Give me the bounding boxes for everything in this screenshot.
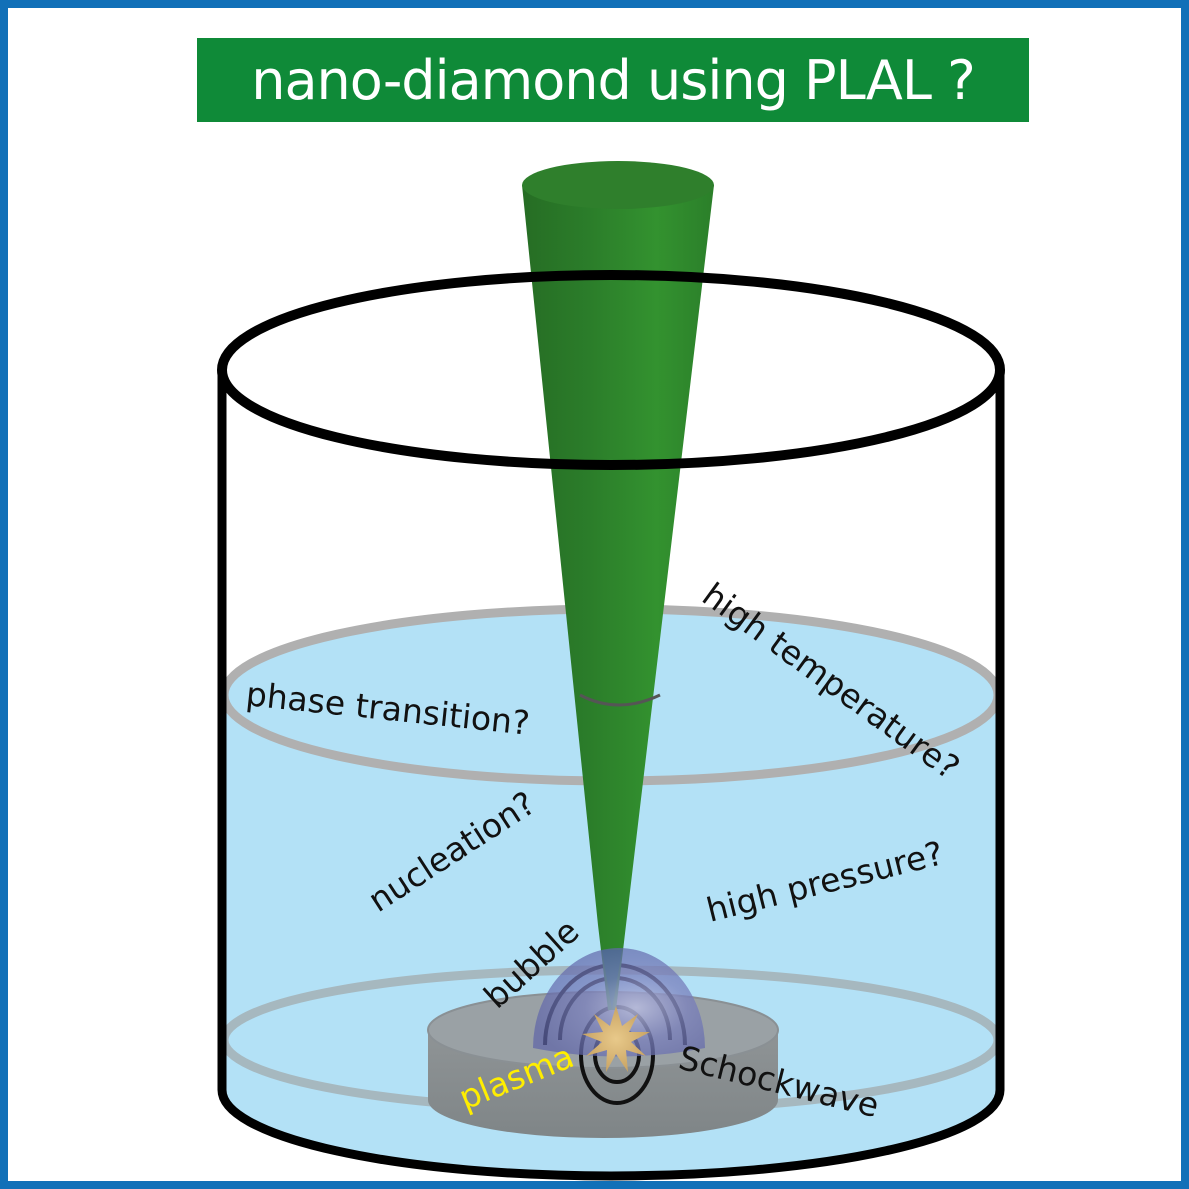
laser-beam [522,161,714,1010]
beaker [217,370,1005,1181]
bubble-dome [533,948,705,1057]
beaker-walls [217,370,1005,1181]
beam-surface-ring [579,693,661,707]
page-title: nano-diamond using PLAL ? [251,48,976,112]
beaker-top-rim [217,270,1005,470]
plasma-spark-icon [582,1006,650,1072]
title-banner: nano-diamond using PLAL ? [197,38,1029,122]
